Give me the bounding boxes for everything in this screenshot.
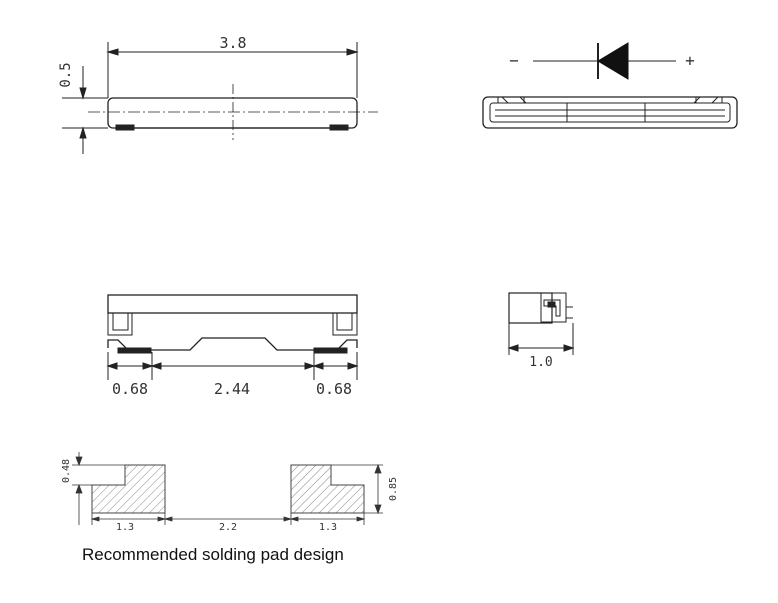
top-view [482, 96, 738, 129]
diode-triangle-icon [597, 42, 629, 80]
solder-pad-dimensions [72, 452, 383, 525]
height-label: 0.5 [58, 62, 74, 87]
pad-left-width-label: 1.3 [116, 522, 134, 533]
length-label: 3.8 [219, 34, 246, 52]
bottom-view [106, 294, 359, 380]
diode-symbol [533, 42, 676, 80]
solder-pad-caption: Recommended solding pad design [82, 545, 344, 564]
side-view [62, 42, 378, 154]
minus-label: − [509, 51, 519, 70]
right-solder-pad [290, 464, 365, 514]
pad-right-width-label: 1.3 [319, 522, 337, 533]
left-pad-label: 0.68 [112, 380, 148, 398]
center-length-label: 2.44 [214, 380, 250, 398]
end-width-label: 1.0 [529, 355, 552, 370]
plus-label: + [685, 51, 695, 70]
side-view-body [107, 97, 358, 129]
pad-total-height-label: 0.85 [388, 477, 399, 501]
pad-step-height-label: 0.48 [61, 459, 72, 483]
right-pad-label: 0.68 [316, 380, 352, 398]
left-solder-pad [91, 464, 166, 514]
pad-gap-label: 2.2 [219, 522, 237, 533]
end-view [507, 292, 575, 355]
solder-pad-layout [91, 464, 365, 514]
